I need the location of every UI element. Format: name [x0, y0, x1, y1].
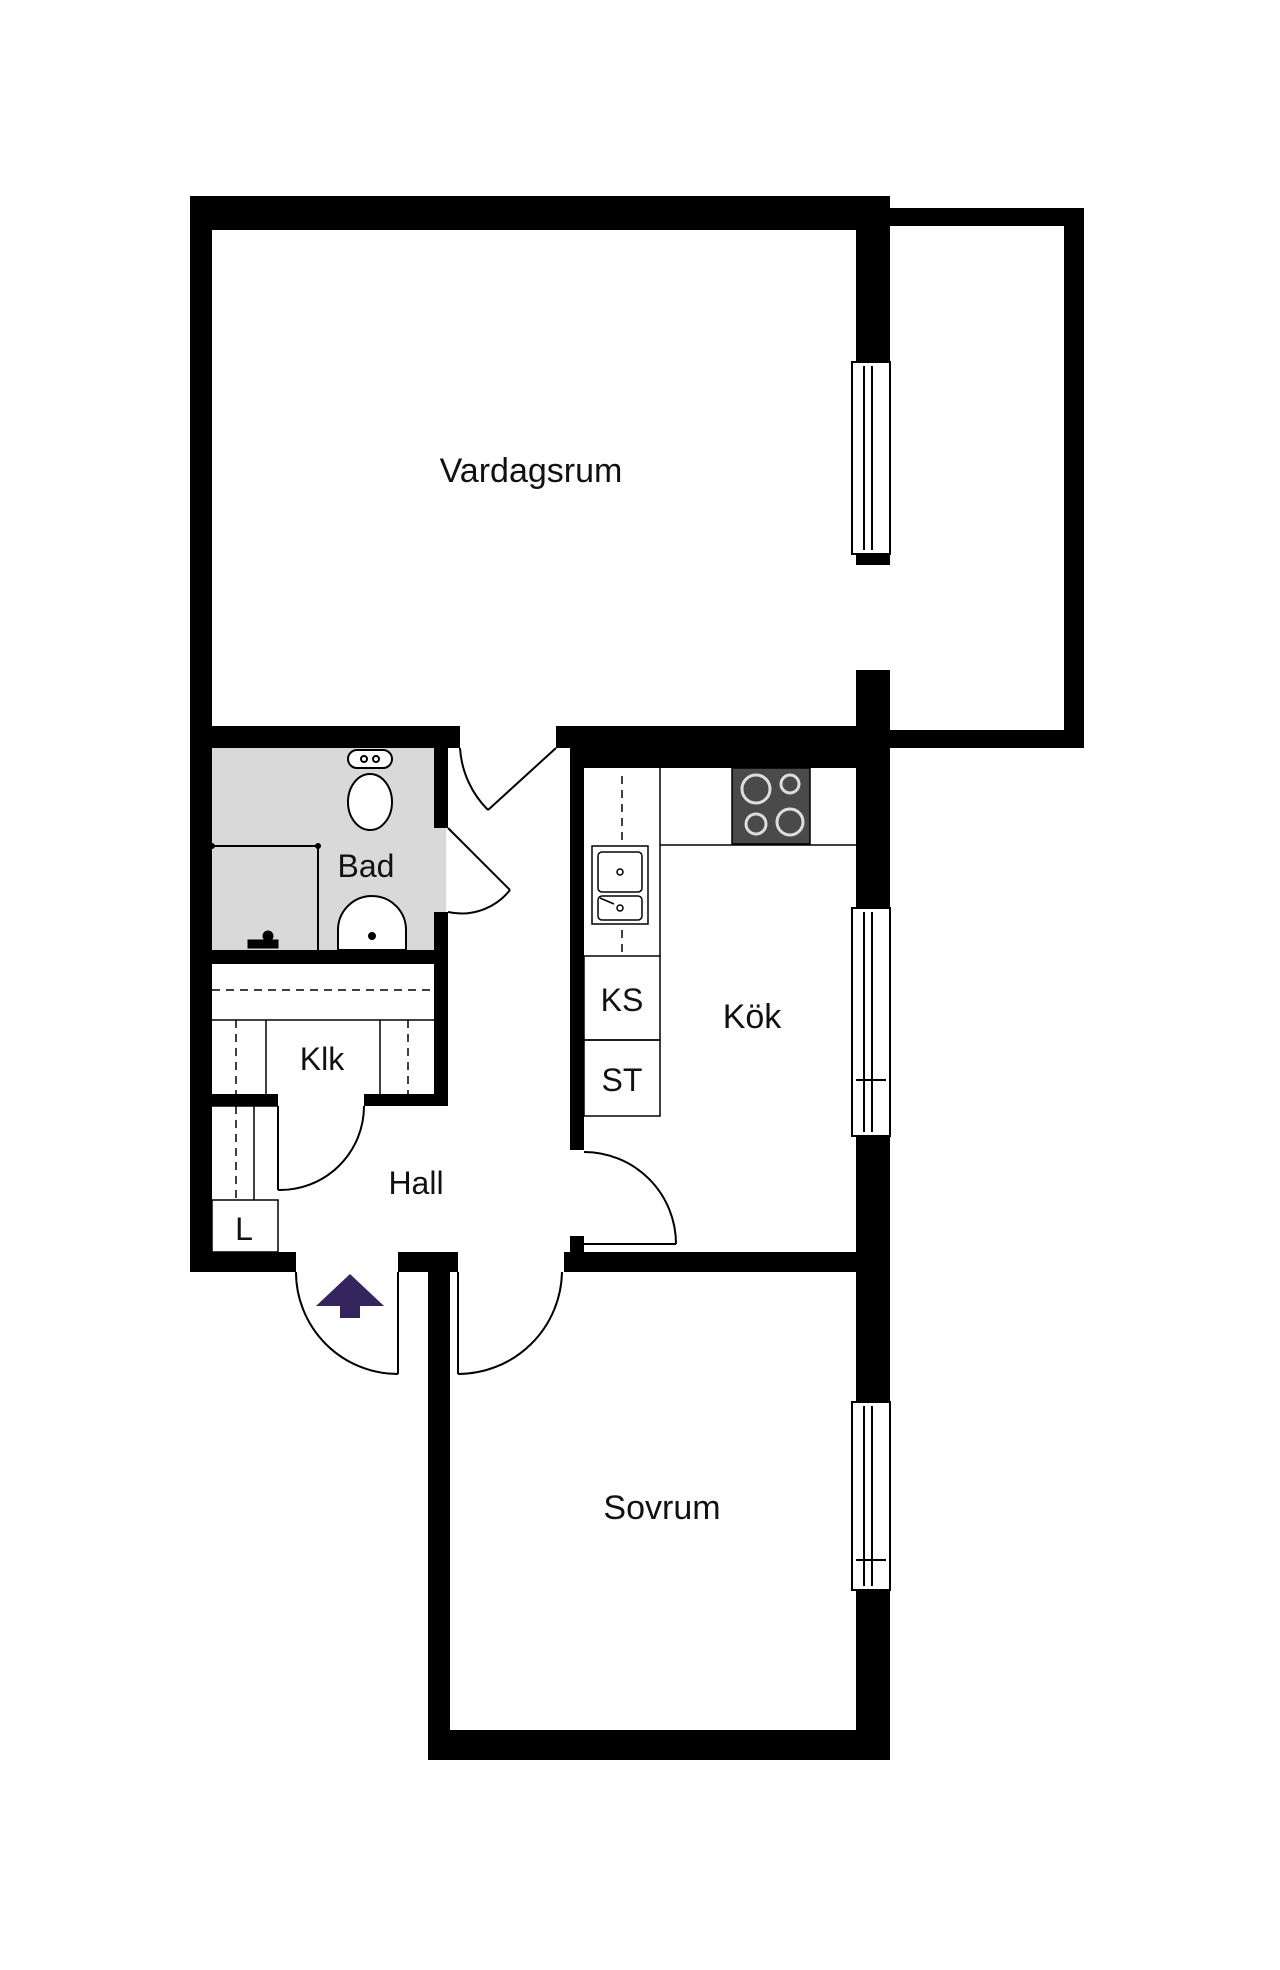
walls	[190, 196, 1084, 1760]
stove-icon	[731, 767, 811, 845]
room-label-bathroom: Bad	[338, 848, 395, 884]
room-label-closet: Klk	[300, 1041, 345, 1077]
room-label-fridge-freezer: KS	[601, 982, 644, 1018]
doors	[277, 747, 677, 1375]
room-label-kitchen: Kök	[723, 998, 783, 1036]
door-entrance	[295, 1271, 399, 1375]
bathroom-floor	[210, 747, 446, 954]
windows	[851, 361, 891, 1591]
room-label-living-room: Vardagsrum	[440, 452, 623, 490]
door-kitchen	[583, 1151, 677, 1245]
window-kitchen	[851, 907, 891, 1137]
room-label-linen-closet: L	[235, 1211, 253, 1247]
room-label-bedroom: Sovrum	[603, 1489, 720, 1527]
room-label-hall: Hall	[388, 1165, 443, 1201]
washbasin-icon	[337, 895, 407, 951]
window-bedroom	[851, 1401, 891, 1591]
toilet-icon	[347, 749, 393, 831]
entrance-arrow-icon	[316, 1274, 384, 1318]
door-living-room	[459, 747, 557, 811]
door-bathroom	[447, 827, 511, 915]
shower-tap-icon	[247, 930, 279, 949]
shower-rail	[209, 843, 321, 950]
door-closet	[277, 1105, 365, 1192]
sink-icon	[591, 845, 649, 925]
door-bedroom	[457, 1271, 563, 1375]
window-living-room	[851, 361, 891, 555]
room-label-tall-cabinet: ST	[602, 1062, 643, 1098]
closet-shelving	[212, 989, 434, 1094]
linen-closet	[211, 1105, 279, 1253]
